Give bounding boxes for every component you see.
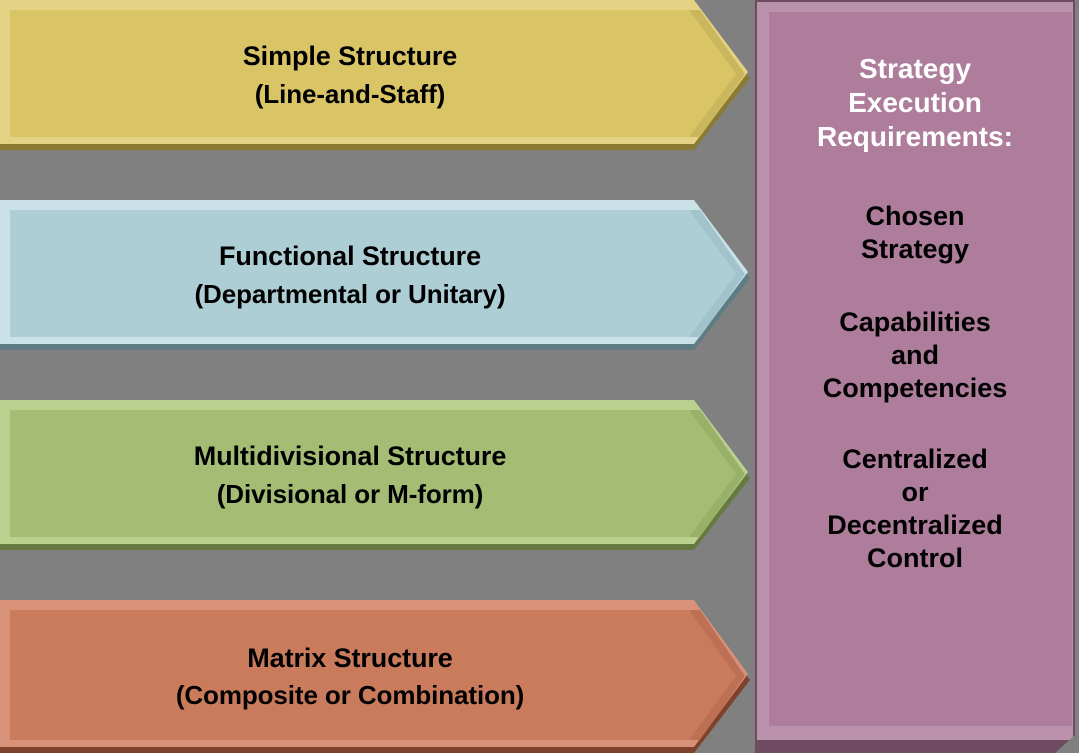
panel-spacer <box>767 266 1063 306</box>
panel-item-capabilities-and-competencies: Capabilities and Competencies <box>822 307 1008 404</box>
arrow-shape <box>0 600 750 753</box>
panel-shape <box>755 0 1075 753</box>
structure-arrow-multidivisional-structure[interactable]: Multidivisional Structure (Divisional or… <box>0 400 750 550</box>
arrow-tip-shade <box>689 10 745 137</box>
structure-arrow-functional-structure[interactable]: Functional Structure (Departmental or Un… <box>0 200 750 350</box>
arrow-body <box>10 210 736 337</box>
strategy-execution-requirements-panel[interactable]: Strategy Execution Requirements: Chosen … <box>755 0 1075 753</box>
panel-spacer <box>767 405 1063 443</box>
structure-arrow-matrix-structure[interactable]: Matrix Structure (Composite or Combinati… <box>0 600 750 753</box>
panel-item-chosen-strategy: Chosen Strategy <box>860 201 970 265</box>
panel-item-centralized-or-decentralized-control: Centralized or Decentralized Control <box>827 444 1003 573</box>
arrow-shape <box>0 0 750 150</box>
structure-arrow-simple-structure[interactable]: Simple Structure (Line-and-Staff) <box>0 0 750 150</box>
panel-face <box>769 12 1072 726</box>
panel-corner-chamfer <box>1055 735 1075 753</box>
arrow-shape <box>0 400 750 550</box>
arrow-tip-shade <box>689 610 745 740</box>
arrow-tip-shade <box>689 210 745 337</box>
arrow-tip-shade <box>689 410 745 537</box>
arrow-shape <box>0 200 750 350</box>
panel-title: Strategy Execution Requirements: <box>816 53 1014 153</box>
arrow-body <box>10 10 736 137</box>
arrow-body <box>10 410 736 537</box>
arrow-body <box>10 610 736 740</box>
